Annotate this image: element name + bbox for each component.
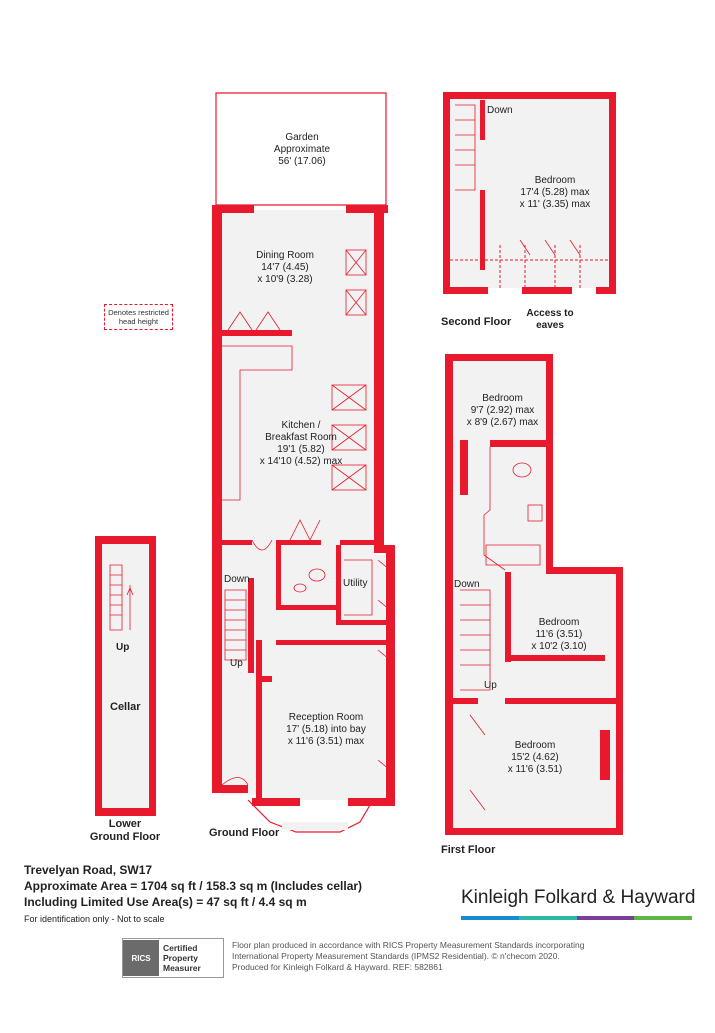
- kitchen-label: Kitchen / Breakfast Room 19'1 (5.82) x 1…: [242, 420, 360, 468]
- credit-line2: International Property Measurement Stand…: [232, 951, 560, 961]
- dining-name: Dining Room: [256, 250, 314, 261]
- kitchen-dims2: x 14'10 (4.52) max: [259, 456, 343, 467]
- first-bedroom2-name: Bedroom: [538, 617, 580, 628]
- lower-ground-line1: Lower: [108, 818, 142, 830]
- kitchen-dims1: 19'1 (5.82): [277, 444, 325, 455]
- first-down-label: Down: [454, 579, 480, 590]
- second-bedroom-label: Bedroom 17'4 (5.28) max x 11' (3.35) max: [505, 175, 605, 211]
- eaves-label: Access to eaves: [520, 308, 580, 332]
- kitchen-skylights: [331, 384, 367, 491]
- cellar-plan: [95, 536, 156, 816]
- first-bedroom2-dims1: 11'6 (3.51): [535, 629, 583, 640]
- property-note: For identification only - Not to scale: [24, 914, 165, 924]
- first-bedroom1-name: Bedroom: [482, 393, 523, 404]
- agent-logo: Kinleigh Folkard & Hayward: [461, 887, 696, 908]
- reception-label: Reception Room 17' (5.18) into bay x 11'…: [266, 712, 386, 748]
- brand-bar-teal: [518, 916, 577, 920]
- dining-dims1: 14'7 (4.45): [261, 262, 309, 273]
- reception-dims2: x 11'6 (3.51) max: [287, 736, 365, 747]
- property-area: Approximate Area = 1704 sq ft / 158.3 sq…: [24, 879, 363, 893]
- floorplan-credit: Floor plan produced in accordance with R…: [232, 940, 592, 973]
- first-floor-plan: [445, 354, 623, 835]
- cellar-stairs: [109, 564, 134, 631]
- second-floor-label: Second Floor: [441, 316, 512, 328]
- lower-ground-label: Lower Ground Floor: [88, 818, 162, 844]
- garden-label: Garden Approximate 56' (17.06): [258, 132, 346, 168]
- garden-line2: Approximate: [273, 144, 331, 155]
- rics-mark: RICS: [123, 940, 159, 976]
- rics-line1: Certified: [163, 943, 198, 953]
- reception-name: Reception Room: [288, 712, 364, 723]
- garden-name: Garden: [285, 132, 319, 143]
- dining-label: Dining Room 14'7 (4.45) x 10'9 (3.28): [240, 250, 330, 286]
- first-bedroom3-name: Bedroom: [514, 740, 556, 751]
- eaves-line2: eaves: [536, 320, 564, 331]
- first-bedroom2-label: Bedroom 11'6 (3.51) x 10'2 (3.10): [518, 617, 600, 653]
- ground-floor-plan: [212, 92, 395, 833]
- first-bedroom3-label: Bedroom 15'2 (4.62) x 11'6 (3.51): [500, 740, 570, 776]
- credit-line1: Floor plan produced in accordance with R…: [232, 940, 585, 950]
- dining-skylights: [345, 249, 367, 316]
- second-floor-plan: [443, 92, 616, 294]
- second-bedroom-dims1: 17'4 (5.28) max: [520, 187, 590, 198]
- credit-line3: Produced for Kinleigh Folkard & Hayward.…: [232, 962, 443, 972]
- brand-bar-green: [634, 916, 692, 920]
- first-bedroom1-label: Bedroom 9'7 (2.92) max x 8'9 (2.67) max: [455, 393, 550, 429]
- dining-dims2: x 10'9 (3.28): [257, 274, 313, 285]
- second-down-label: Down: [487, 105, 513, 116]
- property-address: Trevelyan Road, SW17: [24, 863, 153, 877]
- first-floor-label: First Floor: [441, 844, 496, 856]
- first-up-label: Up: [484, 680, 497, 691]
- brand-bar-purple: [576, 916, 635, 920]
- rics-line2: Property: [163, 953, 198, 963]
- first-bedroom1-dims2: x 8'9 (2.67) max: [466, 417, 539, 428]
- rics-text: Certified Property Measurer: [159, 943, 201, 973]
- legend-restricted: Denotes restricted head height: [104, 304, 173, 330]
- ground-down-label: Down: [224, 574, 250, 585]
- first-bedroom1-dims1: 9'7 (2.92) max: [470, 405, 535, 416]
- eaves-line1: Access to: [526, 308, 574, 319]
- second-bedroom-name: Bedroom: [534, 175, 576, 186]
- brand-bar-blue: [461, 916, 519, 920]
- agent-logo-bar: [461, 916, 692, 920]
- lower-ground-line2: Ground Floor: [89, 831, 161, 843]
- property-limited-area: Including Limited Use Area(s) = 47 sq ft…: [24, 895, 307, 909]
- rics-line3: Measurer: [163, 963, 201, 973]
- second-bedroom-dims2: x 11' (3.35) max: [519, 199, 591, 210]
- ground-up-label: Up: [230, 658, 243, 669]
- rics-badge: RICS Certified Property Measurer: [122, 938, 224, 978]
- cellar-stair-label: Up: [116, 642, 130, 653]
- utility-label: Utility: [343, 578, 368, 589]
- garden-dims: 56' (17.06): [278, 156, 326, 167]
- first-bedroom3-dims1: 15'2 (4.62): [511, 752, 559, 763]
- kitchen-name2: Breakfast Room: [265, 432, 337, 443]
- cellar-label: Cellar: [110, 701, 141, 713]
- first-bedroom2-dims2: x 10'2 (3.10): [531, 641, 587, 652]
- property-info: Trevelyan Road, SW17 Approximate Area = …: [24, 862, 704, 924]
- ground-floor-label: Ground Floor: [209, 827, 280, 839]
- kitchen-name1: Kitchen /: [281, 420, 321, 431]
- ground-stairs: [224, 589, 247, 661]
- first-bedroom3-dims2: x 11'6 (3.51): [507, 764, 563, 775]
- reception-dims1: 17' (5.18) into bay: [286, 724, 366, 735]
